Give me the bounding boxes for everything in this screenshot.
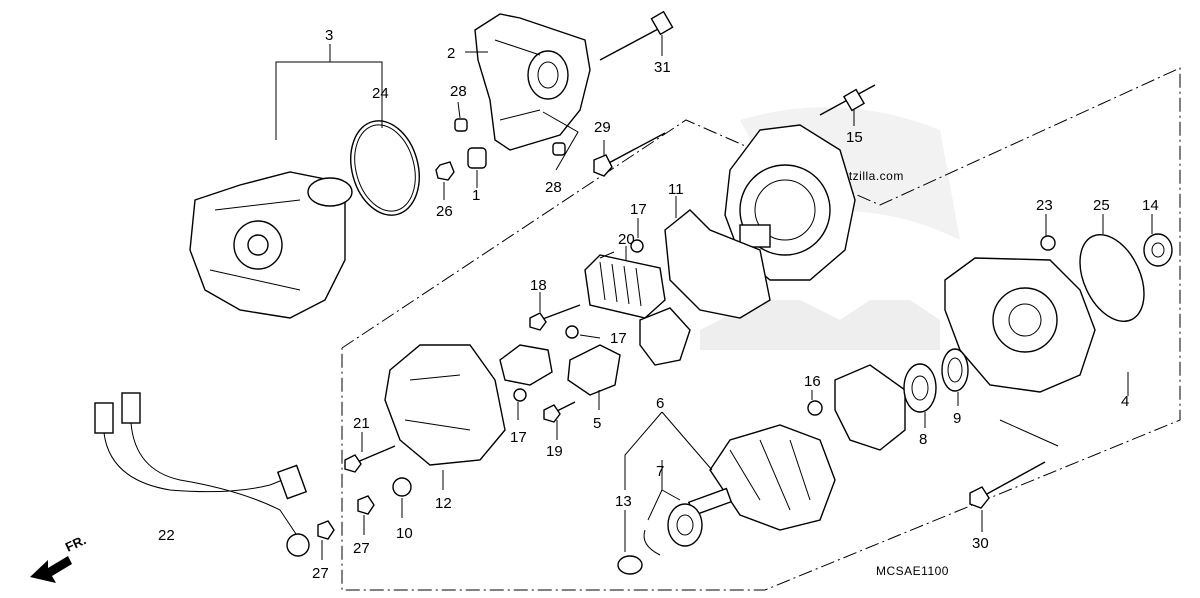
nut-27a [357, 495, 375, 515]
callout-13: 13 [615, 493, 632, 510]
callout-2: 2 [447, 45, 455, 62]
callout-1: 1 [472, 187, 480, 204]
nut-27b [317, 520, 335, 540]
leader-lines [275, 35, 1153, 560]
wire-harness-22 [94, 392, 310, 557]
callout-11: 11 [668, 181, 684, 198]
callout-16: 16 [804, 373, 821, 390]
o-ring-25 [1079, 233, 1145, 323]
nut-26 [435, 161, 455, 181]
callout-5: 5 [593, 415, 601, 432]
bearing-7 [667, 503, 703, 547]
callout-17b: 17 [610, 330, 627, 347]
regulator-20 [584, 254, 691, 366]
callout-23: 23 [1036, 197, 1053, 214]
bolt-15 [819, 84, 876, 116]
callout-29: 29 [594, 119, 611, 136]
bearing-8 [903, 363, 937, 413]
nut-23 [1040, 235, 1056, 251]
callout-22: 22 [158, 527, 175, 544]
callout-17a: 17 [630, 201, 647, 218]
bolt-29 [593, 132, 666, 177]
plate-16 [834, 364, 906, 451]
front-direction-arrow: FR. [30, 532, 88, 583]
o-ring-24 [350, 120, 420, 216]
brush-holder-5 [567, 344, 621, 396]
callout-25: 25 [1093, 197, 1110, 214]
callout-28a: 28 [450, 83, 467, 100]
callout-9: 9 [953, 410, 961, 427]
bolt-30 [969, 461, 1046, 509]
callout-20: 20 [618, 231, 635, 248]
callout-14: 14 [1142, 197, 1159, 214]
callout-labels: 3 24 2 28 1 26 28 29 31 15 11 17 20 18 1… [158, 27, 1159, 582]
rear-cover-12 [384, 344, 506, 466]
callout-19: 19 [546, 443, 563, 460]
collar-1 [467, 147, 487, 169]
callout-15: 15 [846, 129, 863, 146]
assembly-frame [341, 67, 1181, 591]
callout-27b: 27 [312, 565, 329, 582]
front-direction-label: FR. [63, 532, 88, 554]
callout-24: 24 [372, 85, 389, 102]
grommet-10 [392, 477, 412, 497]
callout-17c: 17 [510, 429, 527, 446]
callout-6: 6 [656, 395, 664, 412]
pin-28a [454, 118, 468, 132]
callout-12: 12 [435, 495, 452, 512]
front-cover-assembly [189, 171, 353, 319]
small-bolts [344, 239, 823, 473]
callout-31: 31 [654, 59, 671, 76]
pin-28b [552, 142, 566, 156]
bolt-31 [599, 10, 674, 61]
callout-21: 21 [353, 415, 370, 432]
end-cover-4 [944, 257, 1096, 393]
rotor-6 [687, 424, 836, 531]
connector-piece [499, 344, 553, 386]
bracket-2 [474, 13, 591, 151]
callout-18: 18 [530, 277, 547, 294]
callout-28b: 28 [545, 179, 562, 196]
bearing-14 [1143, 233, 1173, 267]
washer-9 [941, 348, 969, 392]
callout-10: 10 [396, 525, 413, 542]
callout-27a: 27 [353, 540, 370, 557]
diagram-code: MCSAE1100 [876, 564, 949, 578]
callout-4: 4 [1121, 393, 1129, 410]
cap-13 [617, 555, 643, 575]
callout-7: 7 [656, 463, 664, 480]
callout-3: 3 [325, 27, 333, 44]
snap-ring [643, 529, 661, 556]
alternator-housing [724, 124, 856, 281]
callout-30: 30 [972, 535, 989, 552]
callout-8: 8 [919, 431, 927, 448]
callout-26: 26 [436, 203, 453, 220]
rectifier-11 [664, 209, 771, 319]
